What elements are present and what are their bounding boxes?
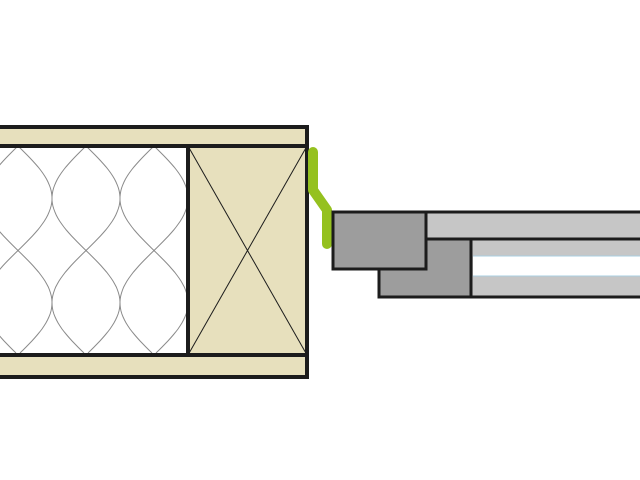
bottom-plate — [0, 353, 309, 379]
insulation-wave — [51, 145, 121, 354]
insulation-wave — [0, 145, 53, 354]
top-plate — [0, 125, 309, 148]
glass-top-strip — [424, 210, 640, 241]
frame-profile — [331, 210, 428, 271]
stud-cross-2 — [187, 145, 308, 356]
insulation-wave — [0, 145, 53, 354]
glass-cavity — [473, 256, 640, 276]
window-frame — [331, 210, 640, 299]
seal-membrane — [308, 147, 332, 249]
insulation-pattern — [0, 145, 189, 354]
insulation-zone — [0, 145, 189, 355]
insulation-wave — [119, 145, 189, 354]
insulation-wave — [51, 145, 121, 354]
insulation-wave — [119, 145, 189, 354]
